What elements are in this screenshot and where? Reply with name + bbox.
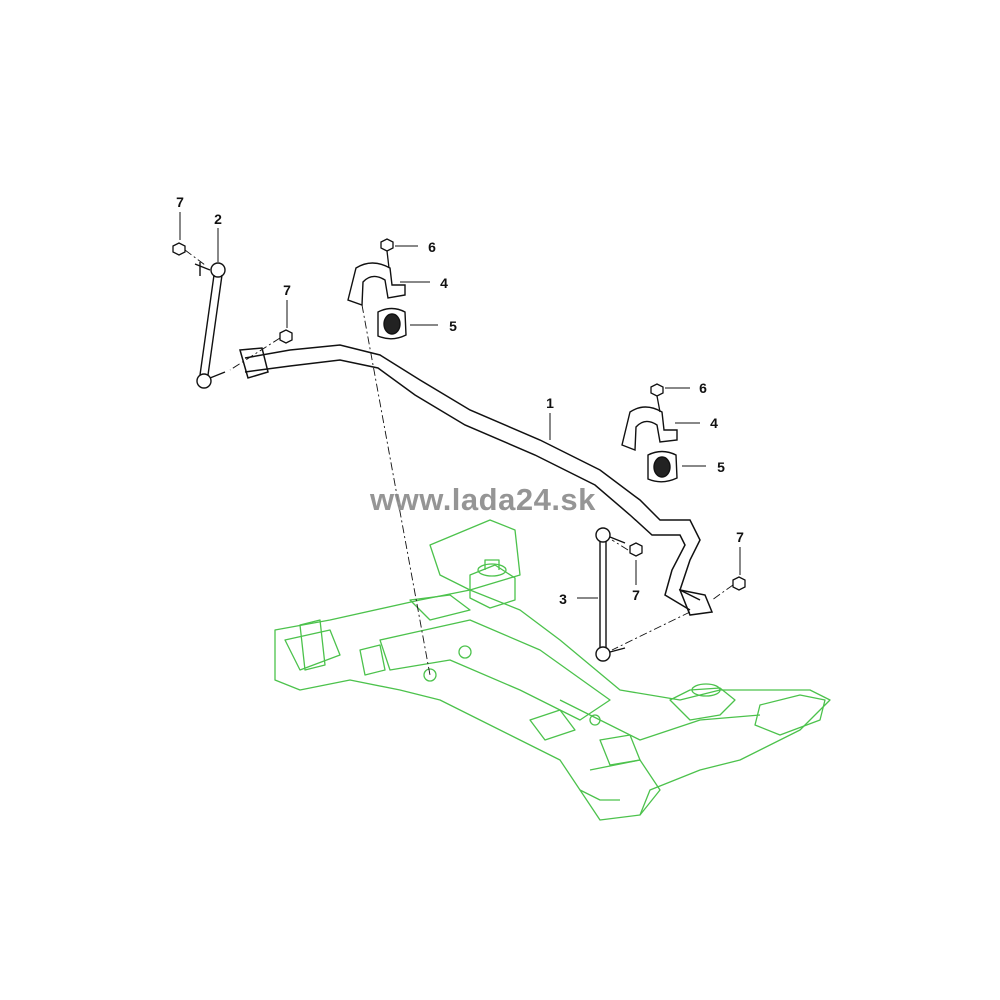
callout-5: 5 — [449, 318, 457, 334]
callout-7: 7 — [176, 194, 184, 210]
callout-7: 7 — [632, 587, 640, 603]
stabilizer-bar — [239, 344, 714, 616]
callout-7: 7 — [283, 282, 291, 298]
callout-4: 4 — [440, 275, 448, 291]
fasteners — [172, 238, 746, 591]
callout-6: 6 — [699, 380, 707, 396]
callout-7: 7 — [736, 529, 744, 545]
callout-6: 6 — [428, 239, 436, 255]
callout-4: 4 — [710, 415, 718, 431]
leader-lines — [179, 212, 741, 599]
watermark: www.lada24.sk — [370, 482, 596, 517]
callout-5: 5 — [717, 459, 725, 475]
assembly-lines — [184, 249, 734, 676]
stabilizer-link-right — [595, 527, 626, 662]
callout-1: 1 — [546, 395, 554, 411]
callout-3: 3 — [559, 591, 567, 607]
subframe — [274, 519, 831, 821]
callout-2: 2 — [214, 211, 222, 227]
stabilizer-link-left — [194, 262, 226, 389]
brackets-bushings — [347, 262, 678, 483]
